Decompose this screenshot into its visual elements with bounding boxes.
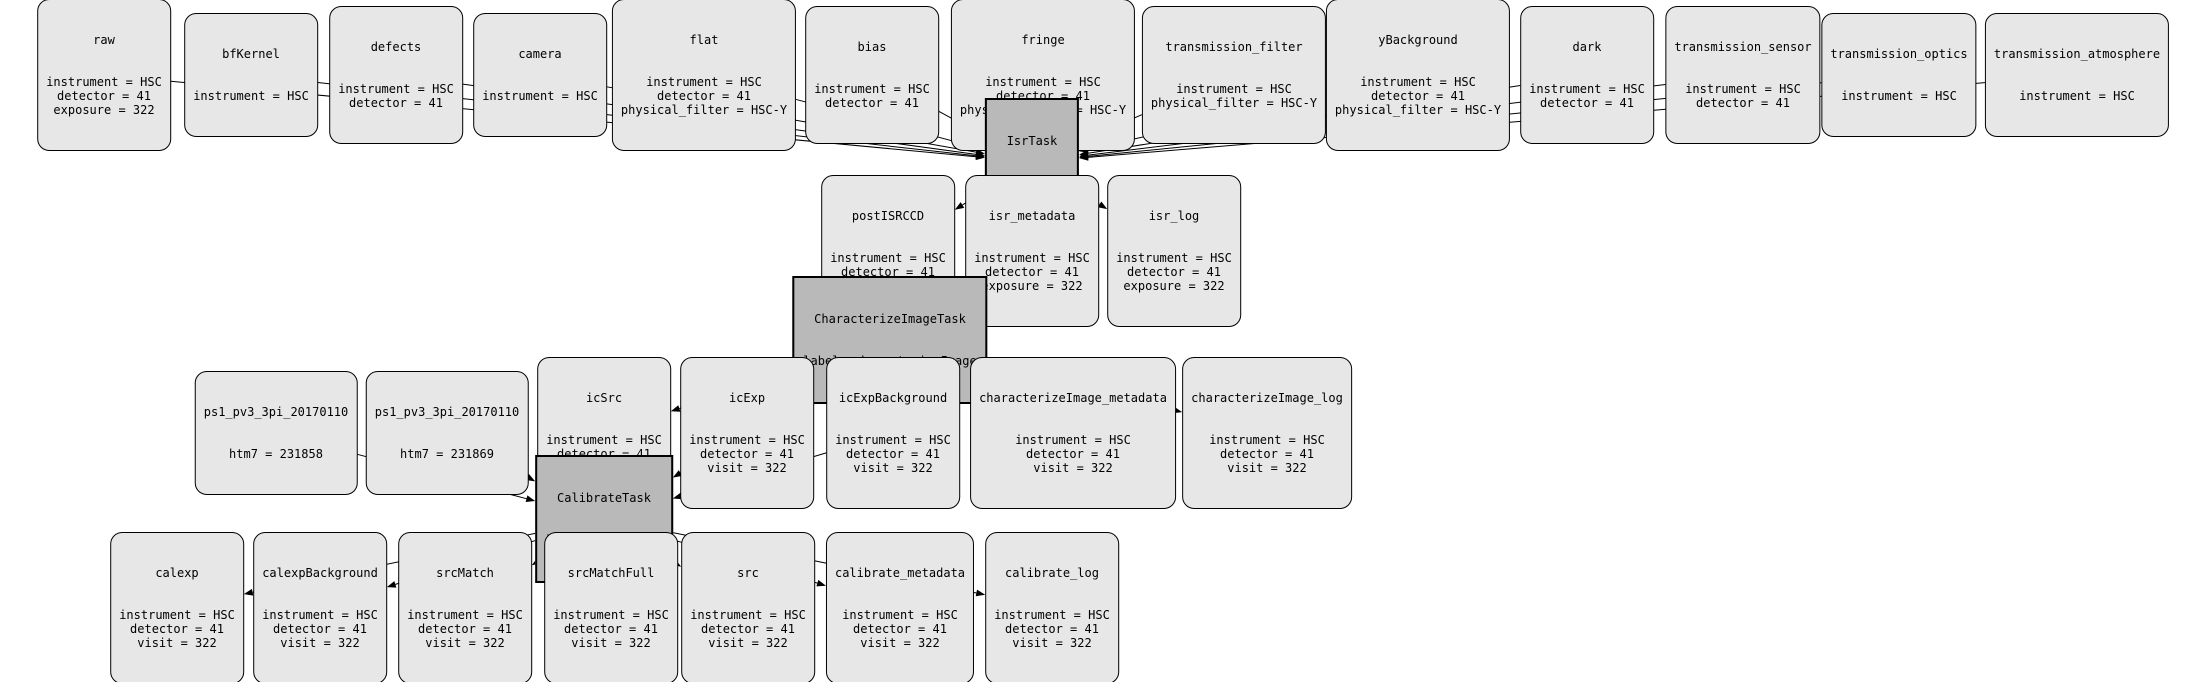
node-characterize-image-metadata: characterizeImage_metadata instrument = … [970, 357, 1176, 509]
node-title: bfKernel [222, 47, 280, 61]
node-title: icExp [728, 391, 766, 405]
node-title: calexpBackground [262, 566, 378, 580]
node-icexp: icExp instrument = HSC detector = 41 vis… [680, 357, 814, 509]
node-attrs: instrument = HSC [193, 89, 309, 103]
node-title: yBackground [1378, 33, 1458, 47]
node-title: transmission_filter [1165, 40, 1303, 54]
node-title: calexp [155, 566, 199, 580]
node-title: fringe [1021, 33, 1065, 47]
node-attrs: htm7 = 231858 [229, 447, 323, 461]
node-attrs: htm7 = 231869 [400, 447, 494, 461]
arrowhead-ps1_a-to-calibrate [525, 495, 536, 502]
node-dark: dark instrument = HSC detector = 41 [1520, 6, 1654, 144]
node-ps1-refcat-231869: ps1_pv3_3pi_20170110 htm7 = 231869 [365, 371, 529, 495]
node-title: icExpBackground [838, 391, 948, 405]
node-attrs: instrument = HSC detector = 41 [1685, 82, 1801, 110]
node-attrs: instrument = HSC detector = 41 visit = 3… [1015, 433, 1131, 475]
node-attrs: instrument = HSC detector = 41 physical_… [620, 75, 788, 117]
node-bias: bias instrument = HSC detector = 41 [805, 6, 939, 144]
node-attrs: instrument = HSC [2019, 89, 2135, 103]
node-attrs: instrument = HSC detector = 41 exposure … [1116, 251, 1232, 293]
node-srcmatch: srcMatch instrument = HSC detector = 41 … [398, 532, 532, 682]
node-title: IsrTask [1006, 134, 1058, 148]
node-title: camera [518, 47, 562, 61]
node-attrs: instrument = HSC detector = 41 exposure … [46, 75, 162, 117]
node-attrs: instrument = HSC detector = 41 visit = 3… [553, 608, 669, 650]
arrowhead-transmission_atmosphere-to-isr [1079, 153, 1089, 161]
node-flat: flat instrument = HSC detector = 41 phys… [611, 0, 797, 151]
node-title: postISRCCD [851, 209, 925, 223]
node-title: ps1_pv3_3pi_20170110 [203, 405, 349, 419]
node-attrs: instrument = HSC detector = 41 exposure … [974, 251, 1090, 293]
node-attrs: instrument = HSC detector = 41 [338, 82, 454, 110]
node-attrs: instrument = HSC physical_filter = HSC-Y [1150, 82, 1318, 110]
node-title: bias [857, 40, 887, 54]
node-title: flat [689, 33, 719, 47]
node-title: srcMatchFull [567, 566, 655, 580]
node-title: src [737, 566, 759, 580]
node-bfkernel: bfKernel instrument = HSC [184, 13, 318, 137]
arrowhead-isr-to-postISRCCD [954, 202, 965, 210]
node-title: characterizeImage_metadata [979, 391, 1167, 405]
node-title: isr_metadata [988, 209, 1076, 223]
arrowhead-icExpBackground-to-calibrate [672, 492, 683, 500]
node-attrs: instrument = HSC detector = 41 physical_… [1334, 75, 1502, 117]
node-title: calibrate_metadata [834, 566, 966, 580]
node-attrs: instrument = HSC detector = 41 visit = 3… [689, 433, 805, 475]
node-attrs: instrument = HSC detector = 41 visit = 3… [1209, 433, 1325, 475]
node-icexpbackground: icExpBackground instrument = HSC detecto… [826, 357, 960, 509]
node-calibrate-log: calibrate_log instrument = HSC detector … [985, 532, 1119, 682]
node-ps1-refcat-231858: ps1_pv3_3pi_20170110 htm7 = 231858 [194, 371, 358, 495]
node-attrs: instrument = HSC detector = 41 visit = 3… [835, 433, 951, 475]
node-raw: raw instrument = HSC detector = 41 expos… [37, 0, 171, 151]
node-title: icSrc [585, 391, 623, 405]
node-calexp: calexp instrument = HSC detector = 41 vi… [110, 532, 244, 682]
node-title: defects [370, 40, 422, 54]
node-calibrate-metadata: calibrate_metadata instrument = HSC dete… [825, 532, 975, 682]
node-title: srcMatch [436, 566, 494, 580]
arrowhead-calibrate-to-calexpBackground [386, 581, 397, 588]
node-title: ps1_pv3_3pi_20170110 [374, 405, 520, 419]
node-calexpbackground: calexpBackground instrument = HSC detect… [253, 532, 387, 682]
node-attrs: instrument = HSC [482, 89, 598, 103]
arrowhead-characterizeImage-to-icSrc [670, 405, 681, 412]
node-title: raw [93, 33, 115, 47]
node-attrs: instrument = HSC [1841, 89, 1957, 103]
node-title: isr_log [1148, 209, 1200, 223]
arrowhead-icExp-to-calibrate [672, 470, 683, 478]
node-title: CalibrateTask [557, 491, 651, 505]
node-title: CharacterizeImageTask [814, 312, 966, 326]
node-attrs: instrument = HSC detector = 41 visit = 3… [690, 608, 806, 650]
node-title: dark [1572, 40, 1602, 54]
node-isr-log: isr_log instrument = HSC detector = 41 e… [1107, 175, 1241, 327]
node-ybackground: yBackground instrument = HSC detector = … [1325, 0, 1511, 151]
node-attrs: instrument = HSC detector = 41 [814, 82, 930, 110]
node-srcmatchfull: srcMatchFull instrument = HSC detector =… [544, 532, 678, 682]
node-title: transmission_sensor [1674, 40, 1812, 54]
node-attrs: instrument = HSC detector = 41 visit = 3… [407, 608, 523, 650]
node-attrs: instrument = HSC detector = 41 visit = 3… [842, 608, 958, 650]
node-attrs: instrument = HSC detector = 41 visit = 3… [119, 608, 235, 650]
node-src: src instrument = HSC detector = 41 visit… [681, 532, 815, 682]
arrowhead-calibrate-to-calibrate_log [975, 589, 986, 597]
node-title: characterizeImage_log [1191, 391, 1343, 405]
node-camera: camera instrument = HSC [473, 13, 607, 137]
node-isr-metadata: isr_metadata instrument = HSC detector =… [965, 175, 1099, 327]
node-attrs: instrument = HSC detector = 41 visit = 3… [994, 608, 1110, 650]
node-transmission-filter: transmission_filter instrument = HSC phy… [1141, 6, 1327, 144]
node-characterize-image-log: characterizeImage_log instrument = HSC d… [1182, 357, 1352, 509]
node-title: transmission_optics [1830, 47, 1968, 61]
node-attrs: instrument = HSC detector = 41 visit = 3… [262, 608, 378, 650]
node-transmission-atmosphere: transmission_atmosphere instrument = HSC [1984, 13, 2170, 137]
node-title: transmission_atmosphere [1993, 47, 2161, 61]
node-attrs: instrument = HSC detector = 41 [1529, 82, 1645, 110]
node-transmission-optics: transmission_optics instrument = HSC [1821, 13, 1977, 137]
arrowhead-calibrate-to-calexp [243, 588, 254, 596]
arrowhead-isr-to-isr_log [1097, 201, 1108, 210]
arrowhead-calibrate-to-calibrate_metadata [816, 579, 826, 587]
node-defects: defects instrument = HSC detector = 41 [329, 6, 463, 144]
node-title: calibrate_log [1005, 566, 1099, 580]
node-transmission-sensor: transmission_sensor instrument = HSC det… [1665, 6, 1821, 144]
